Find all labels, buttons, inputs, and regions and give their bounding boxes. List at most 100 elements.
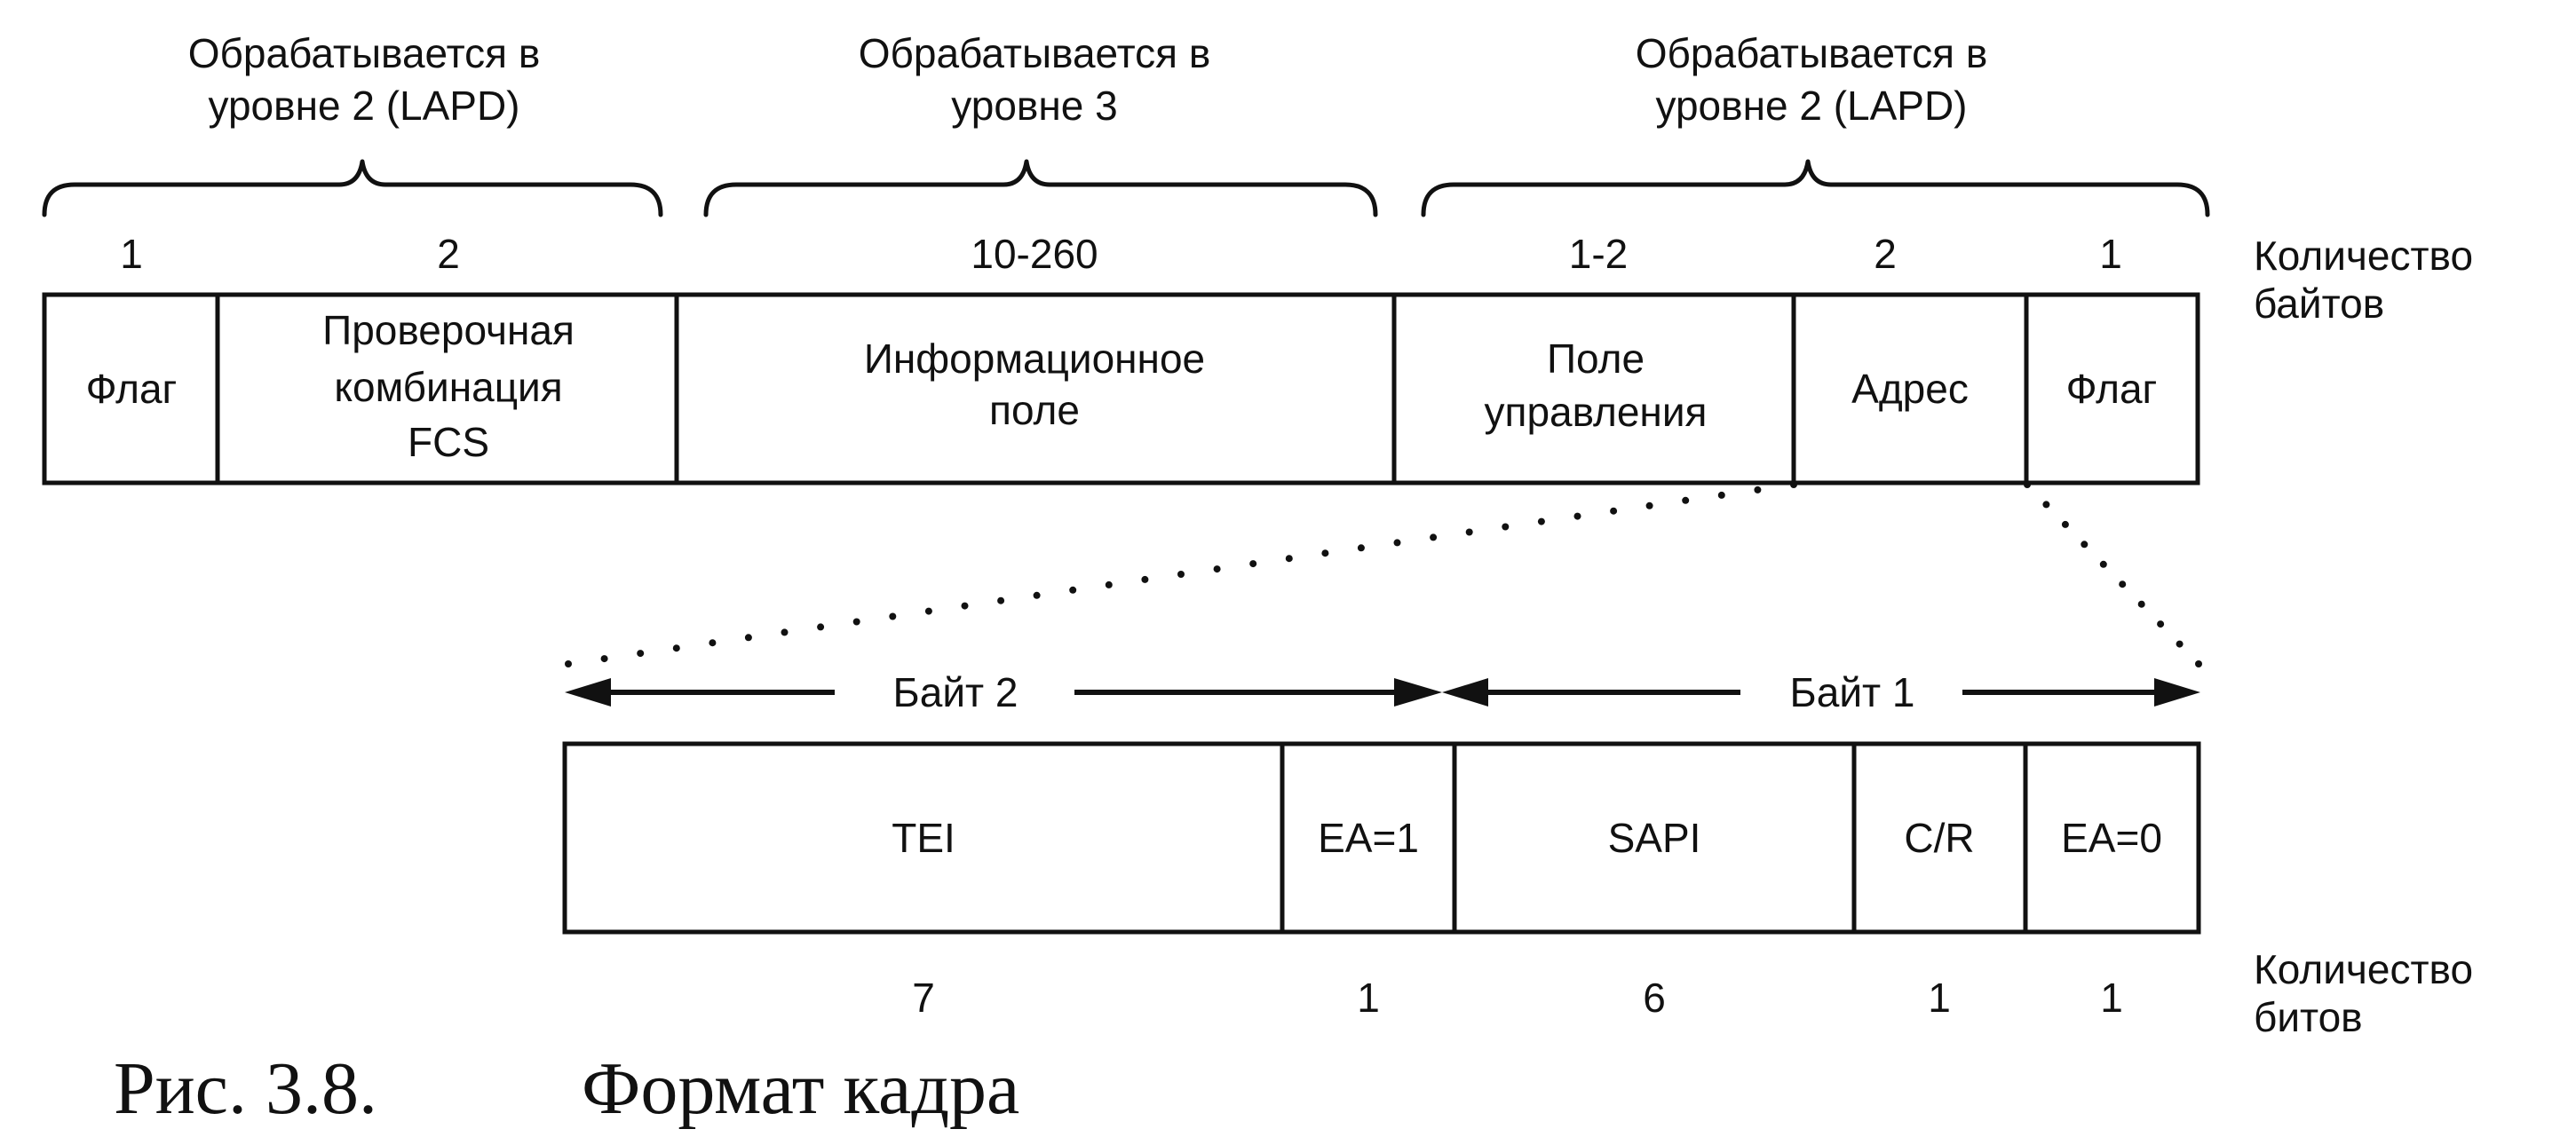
address-label-sapi: SAPI — [1608, 815, 1701, 861]
frame-field-info — [674, 292, 1397, 486]
address-field-ea1 — [1280, 741, 1457, 935]
expansion-dot — [852, 618, 860, 626]
frame-field-address — [1791, 292, 2029, 486]
byte-1-label: Байт 1 — [1790, 669, 1915, 715]
frame-field-flag-left — [42, 292, 220, 486]
expansion-dot — [1249, 560, 1257, 568]
expansion-dot — [1717, 491, 1725, 499]
group-1-brace — [42, 159, 663, 217]
address-field-tei — [562, 741, 1285, 935]
frame-count-address: 2 — [1874, 231, 1897, 277]
address-field-ea0 — [2023, 741, 2201, 935]
frame-field-fcs — [215, 292, 679, 486]
address-label-tei: TEI — [892, 815, 955, 861]
address-label-ea0: EA=0 — [2061, 815, 2162, 861]
expansion-dot — [1430, 533, 1438, 541]
expansion-dot — [2176, 640, 2184, 648]
expansion-dot — [1465, 528, 1473, 536]
bit-count-ea1: 1 — [1357, 975, 1380, 1021]
expansion-dot — [1573, 512, 1581, 520]
expansion-dot — [2061, 520, 2069, 528]
expansion-dot — [2042, 501, 2050, 509]
expansion-dot — [1141, 575, 1149, 583]
group-2-label-line1: Обрабатывается в — [859, 30, 1211, 76]
frame-label-info-line1: Информационное — [864, 336, 1205, 382]
frame-field-flag-right — [2024, 292, 2200, 486]
expansion-dot — [1105, 580, 1113, 588]
expansion-dot — [565, 660, 572, 667]
frame-count-control: 1-2 — [1569, 231, 1628, 277]
frame-label-control-line1: Поле — [1547, 336, 1645, 382]
address-label-cr: C/R — [1904, 815, 1974, 861]
expansion-dot — [781, 628, 789, 636]
address-field-sapi — [1452, 741, 1857, 935]
frame-label-flag-left: Флаг — [86, 366, 178, 412]
bit-count-tei: 7 — [912, 975, 935, 1021]
frame-count-flag-left: 1 — [120, 231, 143, 277]
expansion-dot — [924, 607, 932, 615]
expansion-dot — [1537, 517, 1545, 525]
expansion-dot — [709, 639, 717, 647]
expansion-dot — [2119, 580, 2127, 588]
expansion-dot — [1645, 501, 1653, 509]
expansion-dot — [744, 634, 752, 642]
frame-label-info-line2: поле — [989, 387, 1080, 433]
expansion-dot — [817, 623, 825, 631]
address-label-ea1: EA=1 — [1318, 815, 1419, 861]
bit-count-label-line2: битов — [2254, 994, 2363, 1040]
expansion-dot — [672, 644, 680, 652]
expansion-dot — [1790, 481, 1797, 488]
expansion-dot — [1754, 486, 1762, 493]
group-2-label-line2: уровне 3 — [951, 83, 1117, 129]
frame-count-info: 10-260 — [971, 231, 1098, 277]
byte-2-arrow — [565, 678, 1442, 707]
frame-label-address: Адрес — [1851, 366, 1969, 412]
expansion-dot — [1682, 496, 1690, 504]
group-3-brace — [1421, 159, 2210, 217]
bit-count-cr: 1 — [1928, 975, 1951, 1021]
byte-1-arrow — [1442, 678, 2200, 707]
expansion-dot — [961, 602, 969, 610]
expansion-dots — [565, 481, 2202, 667]
expansion-dot — [1069, 586, 1077, 594]
byte-count-label-line1: Количество — [2254, 233, 2473, 279]
frame-label-flag-right: Флаг — [2066, 366, 2158, 412]
expansion-dot — [600, 655, 608, 663]
byte-count-label-line2: байтов — [2254, 280, 2384, 327]
group-3-label-line2: уровне 2 (LAPD) — [1655, 83, 1967, 129]
bit-count-ea0: 1 — [2100, 975, 2123, 1021]
frame-label-fcs-line3: FCS — [408, 419, 489, 465]
expansion-dot — [1177, 571, 1185, 578]
byte-2-label: Байт 2 — [893, 669, 1019, 715]
expansion-dot — [2024, 481, 2031, 488]
group-3-label-line1: Обрабатывается в — [1636, 30, 1988, 76]
group-2-brace — [703, 159, 1378, 217]
frame-label-fcs-line1: Проверочная — [322, 307, 575, 353]
expansion-dot — [1285, 555, 1293, 563]
caption-number: Рис. 3.8. — [114, 1047, 377, 1130]
bit-count-label-line1: Количество — [2254, 946, 2473, 992]
frame-count-fcs: 2 — [437, 231, 460, 277]
expansion-dot — [2157, 620, 2165, 628]
bit-count-sapi: 6 — [1643, 975, 1666, 1021]
expansion-dot — [2137, 600, 2145, 608]
frame-label-fcs-line2: комбинация — [334, 364, 562, 410]
expansion-dot — [2195, 660, 2202, 667]
group-1-label-line1: Обрабатывается в — [188, 30, 541, 76]
expansion-dot — [1502, 523, 1510, 531]
expansion-dot — [1321, 549, 1329, 557]
expansion-dot — [1393, 539, 1401, 547]
expansion-dot — [1357, 544, 1365, 552]
expansion-dot — [889, 612, 897, 620]
caption-title: Формат кадра — [582, 1047, 1019, 1130]
expansion-dot — [1213, 565, 1221, 573]
expansion-dot — [637, 650, 645, 658]
expansion-dot — [997, 596, 1005, 604]
expansion-dot — [2099, 560, 2107, 568]
frame-label-control-line2: управления — [1485, 389, 1708, 435]
expansion-dot — [2081, 541, 2089, 549]
expansion-dot — [1610, 507, 1618, 515]
frame-count-flag-right: 1 — [2099, 231, 2122, 277]
group-1-label-line2: уровне 2 (LAPD) — [208, 83, 519, 129]
